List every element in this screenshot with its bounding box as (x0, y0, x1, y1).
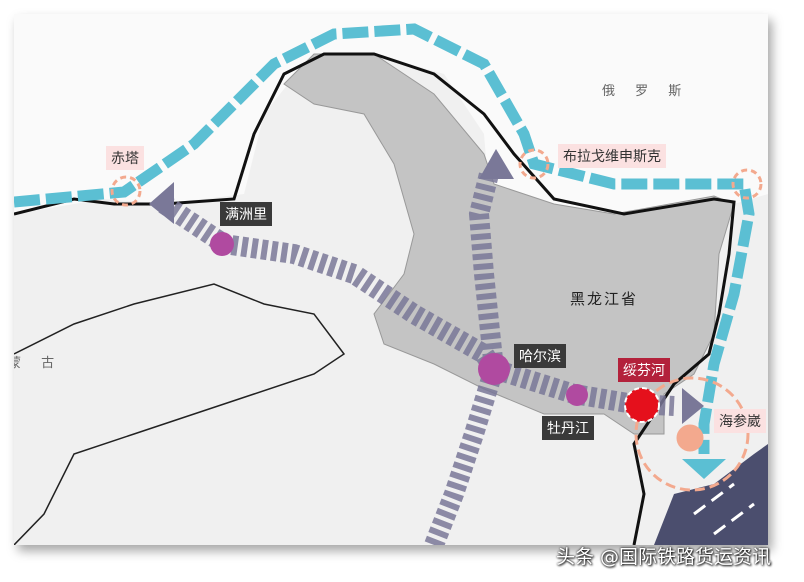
map-canvas: 赤塔 满洲里 俄 罗 斯 布拉戈维申斯克 黑龙江省 哈尔滨 绥芬河 牡丹江 海参… (14, 14, 768, 545)
label-russia: 俄 罗 斯 (602, 84, 690, 99)
label-chita: 赤塔 (106, 146, 144, 170)
label-heilongjiang: 黑龙江省 (570, 290, 639, 308)
label-mongolia: 蒙 古 (14, 356, 63, 371)
russian-railway (14, 23, 755, 454)
blagoveshchensk-circle (518, 148, 550, 180)
map-graphic (14, 14, 768, 545)
border-circle (731, 168, 763, 200)
railway-harbin-north (468, 171, 504, 371)
label-mudanjiang: 牡丹江 (542, 416, 594, 440)
arrow-west (149, 182, 174, 224)
arrow-east (682, 388, 704, 424)
border-line-mongolia (14, 283, 346, 545)
label-vladivostok: 海参崴 (714, 409, 766, 433)
label-harbin: 哈尔滨 (514, 344, 566, 368)
label-manzhouli: 满洲里 (220, 202, 272, 226)
railway-harbin-south (424, 366, 504, 545)
watermark: 头条 @国际铁路货运资讯 (556, 546, 772, 568)
harbin-dot (478, 353, 510, 385)
chita-circle (110, 175, 142, 207)
arrow-south-vladivostok (682, 459, 726, 479)
mudanjiang-dot (566, 384, 588, 406)
vladivostok-big-circle (634, 376, 750, 492)
manzhouli-dot (210, 232, 234, 256)
arrow-north (479, 149, 514, 179)
label-blagoveshchensk: 布拉戈维申斯克 (558, 144, 666, 168)
suifenhe-dot (624, 387, 660, 423)
label-suifenhe: 绥芬河 (618, 358, 670, 382)
vladivostok-dot (676, 424, 704, 452)
sea-of-japan (654, 444, 768, 545)
